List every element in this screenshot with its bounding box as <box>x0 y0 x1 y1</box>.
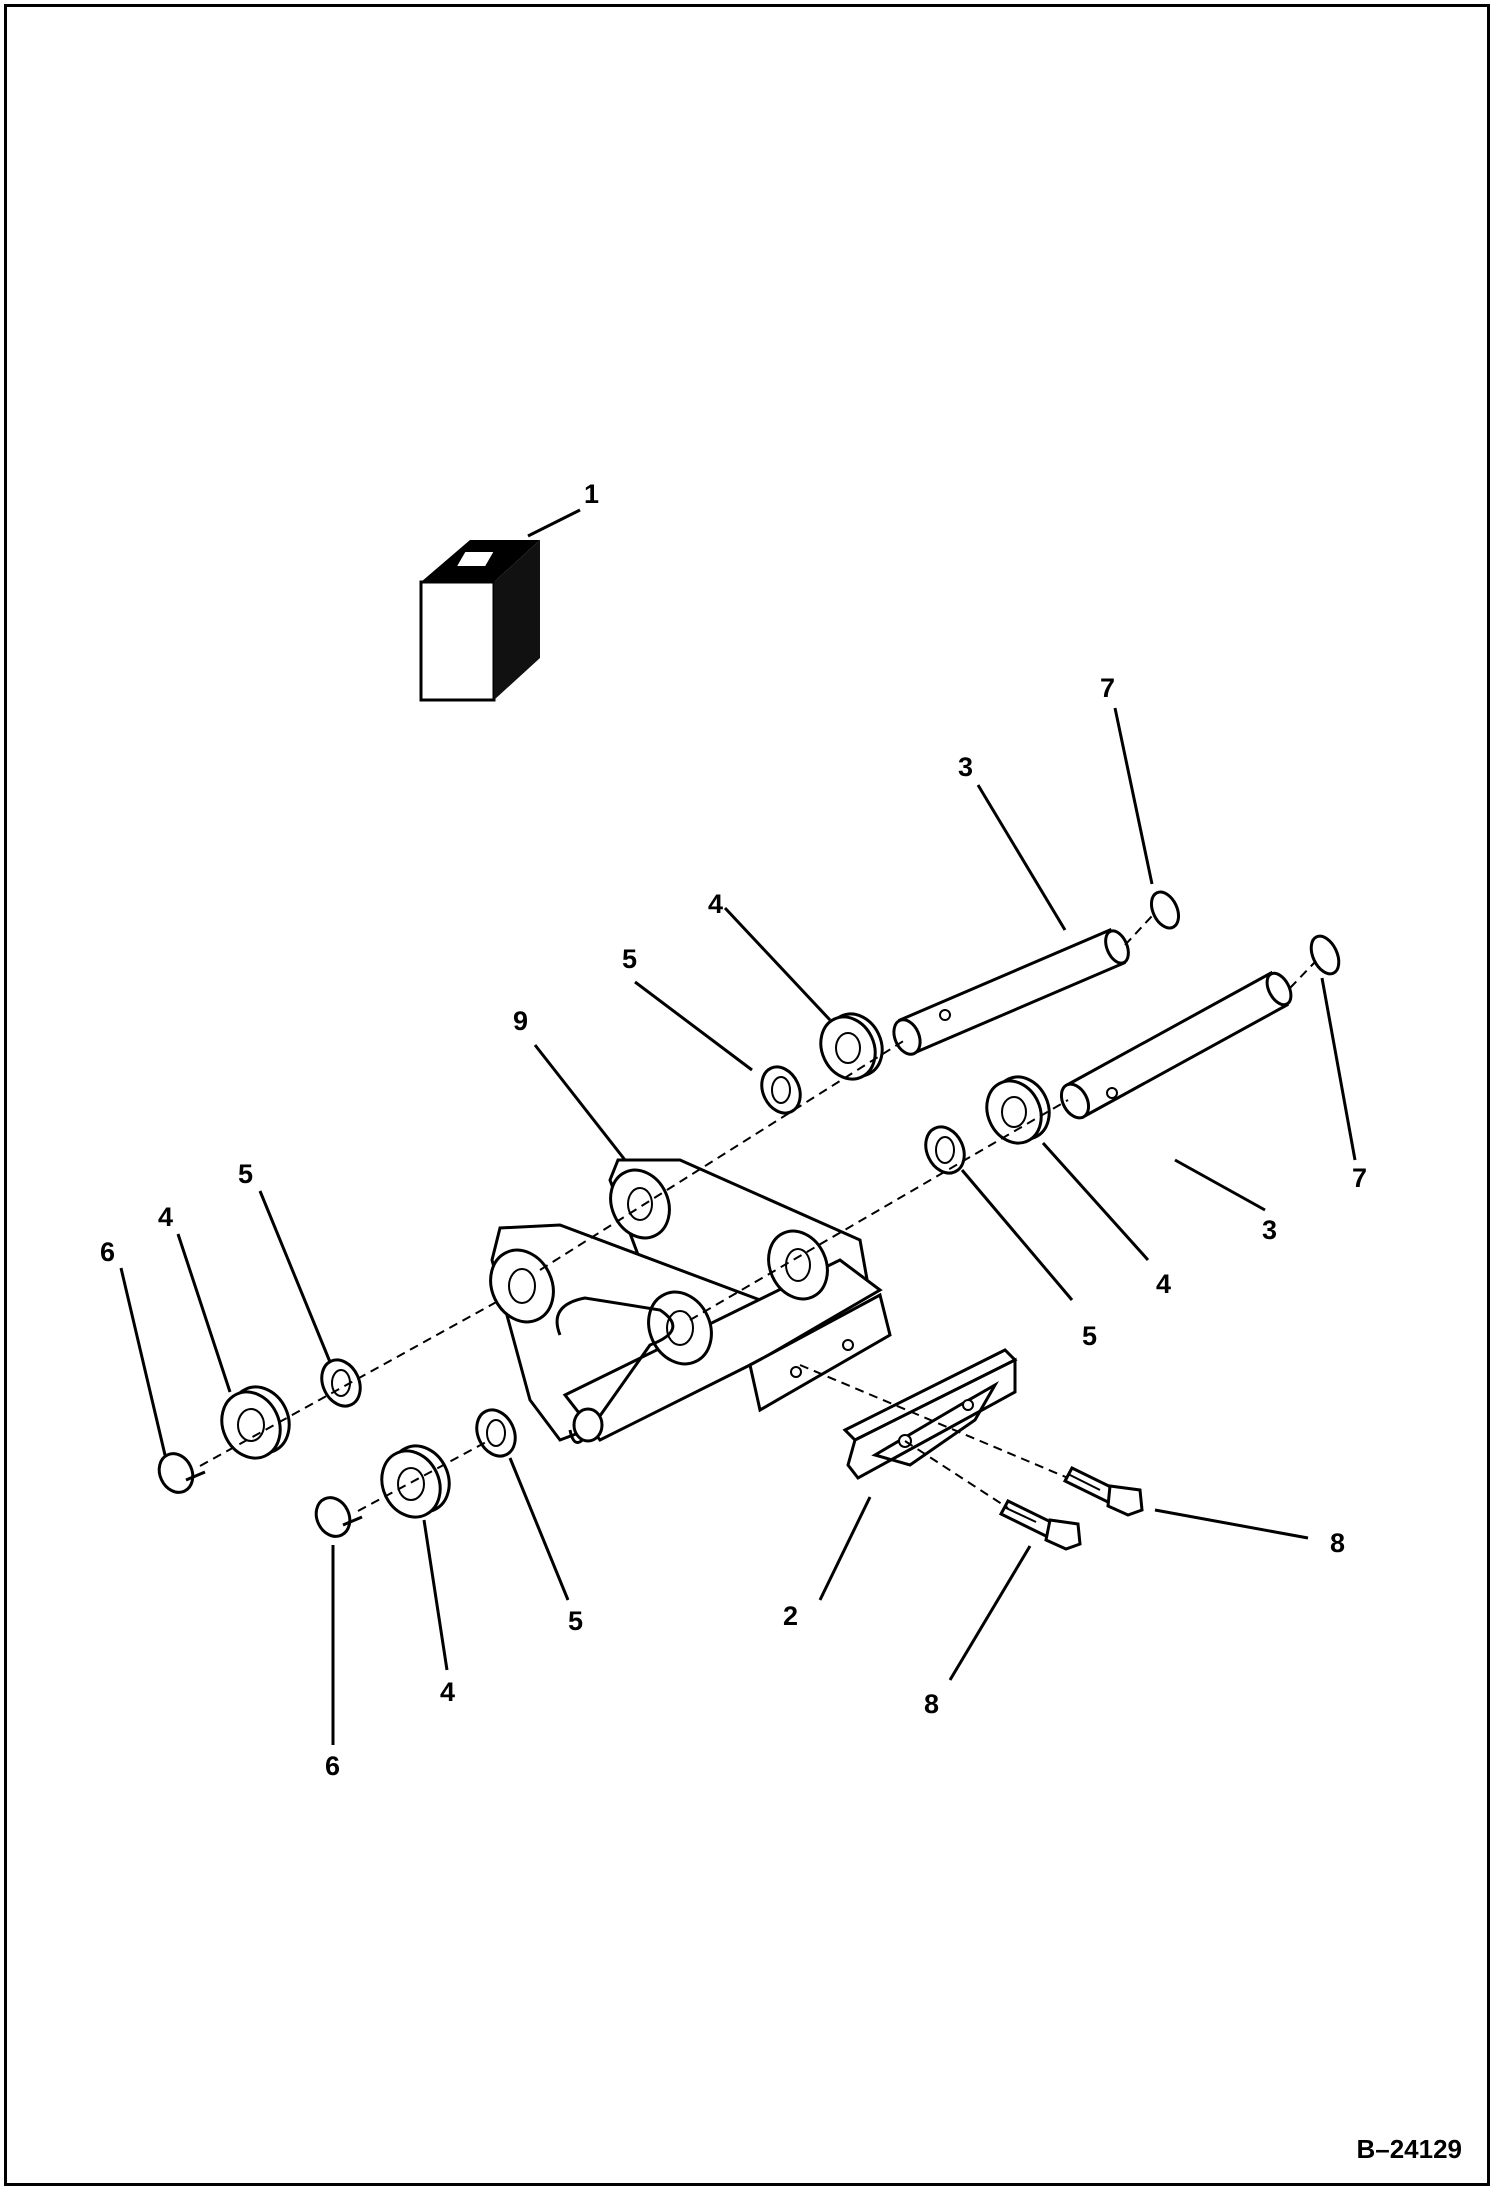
callout-2: 2 <box>783 1601 798 1631</box>
part-4-lower-right-bushing <box>985 1075 1051 1145</box>
part-8-lower-bolt <box>998 1499 1082 1551</box>
callout-labels: 1 3 7 4 5 9 7 3 4 5 5 4 6 5 4 6 2 8 8 <box>100 479 1367 1781</box>
callout-1: 1 <box>584 479 599 509</box>
callout-5-upper: 5 <box>622 944 637 974</box>
callout-5-right: 5 <box>1082 1321 1097 1351</box>
part-9-coupler-frame <box>489 1158 892 1444</box>
callout-3-upper: 3 <box>958 752 973 782</box>
leader-lines <box>119 508 1357 1745</box>
callout-8-upper: 8 <box>1330 1528 1345 1558</box>
part-3-lower-pin <box>1059 970 1293 1120</box>
callout-8-lower: 8 <box>924 1689 939 1719</box>
part-7-lower-snap-ring <box>1309 934 1341 976</box>
drawing-number: B–24129 <box>1356 2134 1462 2164</box>
part-7-upper-snap-ring <box>1149 890 1181 930</box>
part-6-upper-clip <box>157 1452 206 1494</box>
part-6-lower-clip <box>314 1496 363 1538</box>
callout-7-upper: 7 <box>1100 673 1115 703</box>
callout-6-upper: 6 <box>100 1237 115 1267</box>
callout-4-left: 4 <box>158 1202 173 1232</box>
part-4-left-bushing <box>220 1385 291 1460</box>
part-3-upper-pin <box>892 928 1130 1056</box>
callout-3-lower: 3 <box>1262 1215 1277 1245</box>
part-8-upper-bolt <box>1062 1466 1144 1517</box>
part-4-lower-left-bushing <box>380 1444 451 1519</box>
part-1-manual <box>419 540 540 702</box>
callout-7-lower: 7 <box>1352 1163 1367 1193</box>
callout-6-lower: 6 <box>325 1751 340 1781</box>
part-5-upper-shim <box>760 1065 802 1115</box>
part-2-lock-wedge <box>842 1348 1018 1480</box>
callout-5-left: 5 <box>238 1159 253 1189</box>
part-5-lower-shim <box>475 1408 517 1458</box>
callout-4-lower: 4 <box>440 1677 455 1707</box>
part-4-upper-bushing <box>819 1012 884 1081</box>
part-5-left-shim <box>320 1358 362 1408</box>
drawing-border <box>4 4 1490 2186</box>
callout-4-right: 4 <box>1156 1269 1171 1299</box>
callout-4-upper: 4 <box>708 889 723 919</box>
part-5-right-shim <box>924 1125 966 1175</box>
callout-5-lower: 5 <box>568 1606 583 1636</box>
callout-9: 9 <box>513 1006 528 1036</box>
center-lines <box>199 915 1316 1512</box>
